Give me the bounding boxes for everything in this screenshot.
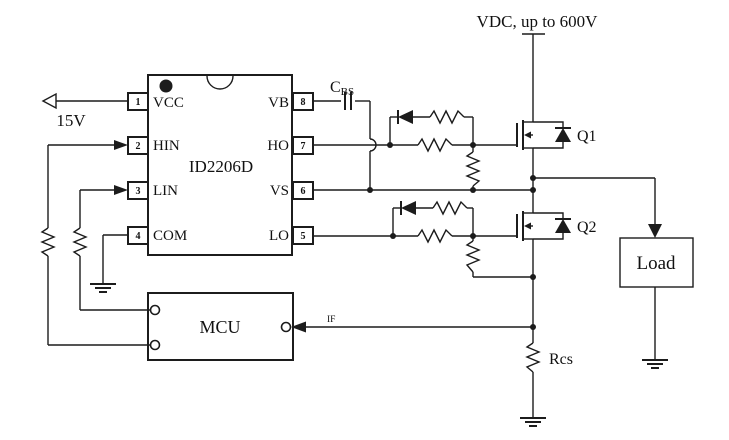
pin-number-4: 4: [136, 231, 141, 242]
pin-number-8: 8: [301, 97, 306, 108]
pin-label-hin: HIN: [153, 138, 180, 154]
ic-notch-icon: [206, 75, 234, 90]
mcu-label: MCU: [199, 317, 240, 337]
hin-series-resistor-icon: [40, 227, 56, 257]
q2-label: Q2: [577, 219, 597, 236]
ic-body: [147, 74, 293, 256]
q1-label: Q1: [577, 128, 597, 145]
junction-dot-icon: [470, 142, 476, 148]
load-label: Load: [636, 253, 676, 274]
junction-dot-icon: [470, 233, 476, 239]
vcc-15v-rail: 15V: [41, 92, 128, 130]
junction-dot-icon: [530, 274, 536, 280]
junction-dot-icon: [530, 175, 536, 181]
mosfet-q1: Q1: [516, 120, 597, 150]
gate-resistor-icon: [417, 228, 453, 244]
lin-arrow-icon: [114, 185, 128, 195]
q1-body-diode-icon: [555, 128, 571, 142]
pin-box-3: [127, 181, 149, 200]
ground-icon: [520, 417, 546, 427]
cap-sub: BS: [341, 86, 354, 98]
bootstrap-capacitor: CBS: [313, 79, 377, 190]
pin-label-com: COM: [153, 228, 187, 244]
feedback-arrow-icon: [291, 321, 306, 333]
pin-number-5: 5: [301, 231, 306, 242]
load-arrow-icon: [648, 224, 662, 238]
load-box: [619, 237, 694, 288]
pin-label-vcc: VCC: [153, 95, 184, 111]
pin-label-ho: HO: [267, 138, 289, 154]
hin-arrow-icon: [114, 140, 128, 150]
pin-label-lo: LO: [269, 228, 289, 244]
gate-pulldown-resistor-icon: [465, 240, 481, 273]
sense-resistor-icon: [525, 342, 541, 373]
mosfet-q2: Q2: [516, 211, 597, 241]
pin-number-7: 7: [301, 141, 306, 152]
mcu-port-feedback-icon: [280, 321, 292, 333]
lin-wire: [72, 185, 151, 311]
junction-dot-icon: [530, 324, 536, 330]
pin-box-2: [127, 136, 149, 155]
pin-number-2: 2: [136, 141, 141, 152]
junction-dots: [367, 142, 536, 330]
turnoff-resistor-icon: [432, 200, 468, 216]
pin-label-vb: VB: [268, 95, 289, 111]
lin-series-resistor-icon: [72, 227, 88, 257]
vdc-label: VDC, up to 600V: [477, 12, 599, 31]
junction-dot-icon: [470, 187, 476, 193]
cap-ref: C: [330, 79, 341, 96]
sense-resistor-label: Rcs: [549, 351, 573, 368]
q2-body-diode-icon: [555, 219, 571, 233]
turnoff-diode-icon: [398, 110, 413, 124]
pin-number-1: 1: [136, 97, 141, 108]
mcu-block: MCU: [147, 292, 294, 361]
pin-label-vs: VS: [270, 183, 289, 199]
hin-wire: [40, 140, 151, 346]
low-side-gate-network: [313, 200, 533, 278]
mcu-port-lin-icon: [149, 304, 161, 316]
com-ground-wire: [90, 234, 128, 293]
bootstrap-cap-label: CBS: [330, 79, 354, 98]
ground-icon: [90, 283, 116, 293]
ic-part-number: ID2206D: [189, 157, 253, 176]
pin-box-1: [127, 92, 149, 111]
current-sense-branch: Rcs: [520, 342, 573, 427]
ic-id2206d: ID2206D 1 2 3 4 VCC HIN LIN COM 8 7 6 5 …: [127, 74, 314, 256]
supply-arrow-icon: [41, 92, 57, 110]
mcu-port-hin-icon: [149, 339, 161, 351]
feedback-signal-label: IF: [327, 315, 335, 325]
turnoff-resistor-icon: [429, 109, 465, 125]
q2-body-arrow-icon: [524, 222, 531, 230]
ground-icon: [642, 359, 668, 369]
gate-pulldown-resistor-icon: [465, 151, 481, 187]
high-side-gate-network: [313, 109, 517, 190]
pin-number-6: 6: [301, 186, 306, 197]
junction-dot-icon: [390, 233, 396, 239]
if-feedback-line: IF: [291, 315, 533, 333]
pin1-marker-icon: [159, 79, 173, 93]
vdc-rail: VDC, up to 600V: [477, 12, 599, 122]
pin-number-3: 3: [136, 186, 141, 197]
vcc-voltage-label: 15V: [56, 111, 86, 130]
pin-label-lin: LIN: [153, 183, 178, 199]
turnoff-diode-icon: [401, 201, 416, 215]
q1-body-arrow-icon: [524, 131, 531, 139]
load-branch: Load: [533, 177, 694, 369]
junction-dot-icon: [367, 187, 373, 193]
gate-resistor-icon: [417, 137, 453, 153]
junction-dot-icon: [387, 142, 393, 148]
junction-dot-icon: [530, 187, 536, 193]
